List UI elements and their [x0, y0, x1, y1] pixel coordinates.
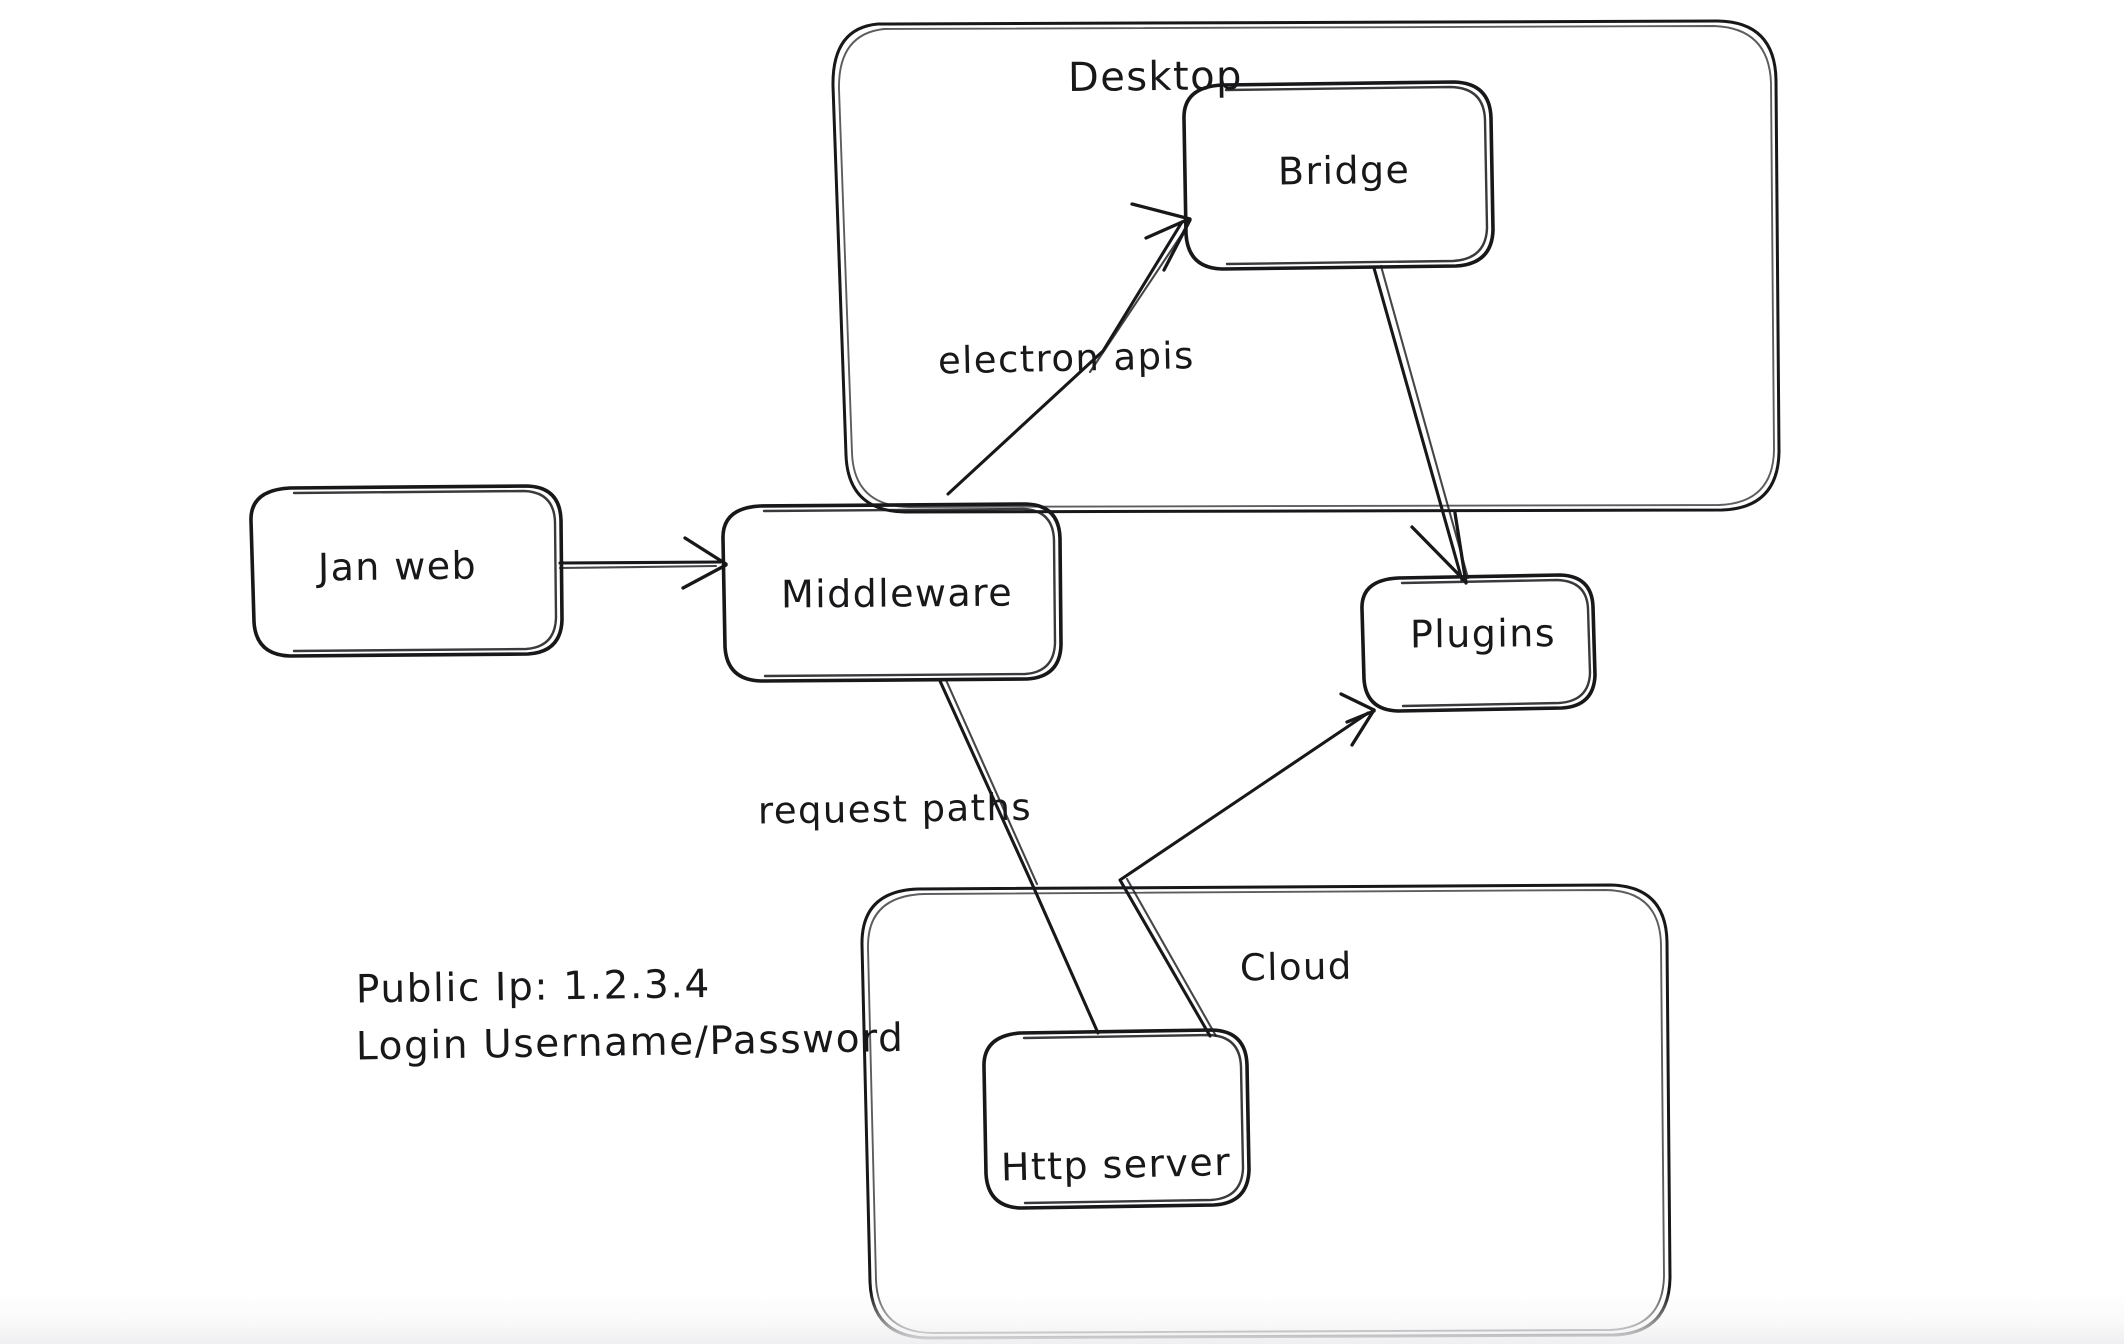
- group-desktop-label: Desktop: [1068, 53, 1243, 101]
- node-jan-web-label: Jan web: [316, 544, 478, 590]
- node-plugins-label: Plugins: [1410, 611, 1556, 657]
- node-middleware-label: Middleware: [781, 570, 1013, 616]
- edge-janweb-to-middleware[interactable]: [558, 536, 728, 590]
- node-http-server[interactable]: Http server: [982, 1028, 1251, 1210]
- notes-block: Public Ip: 1.2.3.4 Login Username/Passwo…: [356, 962, 905, 1070]
- note-public-ip: Public Ip: 1.2.3.4: [356, 962, 712, 1013]
- edge-label-cloud: Cloud: [1240, 945, 1353, 990]
- node-http-server-label: Http server: [1000, 1140, 1231, 1190]
- edge-middleware-to-bridge[interactable]: electron apis: [938, 202, 1196, 496]
- node-bridge-label: Bridge: [1278, 148, 1411, 194]
- edge-middleware-to-http-server[interactable]: request paths: [758, 678, 1100, 1035]
- edge-label-request-paths: request paths: [758, 786, 1033, 833]
- node-middleware[interactable]: Middleware: [721, 502, 1063, 683]
- edge-http-server-to-plugins[interactable]: Cloud: [1118, 692, 1376, 1038]
- edge-bridge-to-plugins[interactable]: [1372, 264, 1470, 585]
- node-plugins[interactable]: Plugins: [1360, 573, 1597, 713]
- node-jan-web[interactable]: Jan web: [249, 484, 564, 658]
- edge-label-electron-apis: electron apis: [938, 334, 1196, 382]
- node-bridge[interactable]: Bridge: [1182, 80, 1495, 271]
- note-login-credentials: Login Username/Password: [356, 1016, 905, 1070]
- group-desktop[interactable]: Desktop: [831, 19, 1781, 514]
